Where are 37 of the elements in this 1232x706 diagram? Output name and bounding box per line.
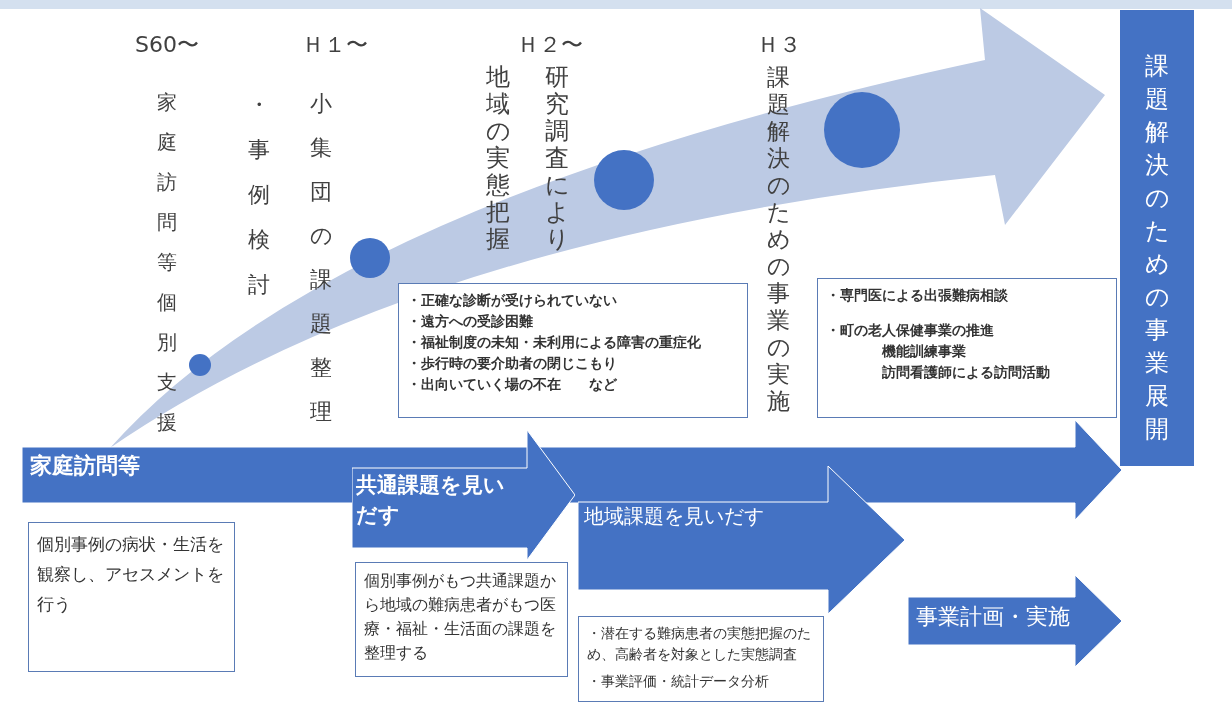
heading-panel <box>1120 10 1194 466</box>
bullet-text: 個別事例がもつ共通課題から地域の難病患者がもつ医療・福祉・生活面の課題を整理する <box>364 570 557 664</box>
bullet-text: ・遠方への受診困難 <box>407 312 534 331</box>
period-label: S60〜 <box>135 31 199 59</box>
arrow-label: 事業計画・実施 <box>916 603 1070 631</box>
bullet-text: 個別事例の病状・生活を観察し、アセスメントを行う <box>37 533 225 616</box>
bullet-text: ・専門医による出張難病相談 <box>826 286 1009 305</box>
bullet-text: ・歩行時の要介助者の閉じこもり <box>407 354 618 373</box>
vertical-label: 家庭訪問等個別支援 <box>157 89 177 436</box>
vertical-label: 課題解決のための事業の実施 <box>767 64 790 415</box>
bullet-text: 機能訓練事業 <box>881 342 967 361</box>
vertical-label: 地域の実態把握 <box>486 64 510 253</box>
vertical-label: 小集団の課題整理 <box>310 90 332 426</box>
text-box <box>398 283 748 418</box>
text-box <box>578 616 824 702</box>
arrow-label: 家庭訪問等 <box>30 452 140 480</box>
text-box <box>817 278 1117 418</box>
arrow-shape <box>908 575 1122 667</box>
bullet-text: ・福祉制度の未知・未利用による障害の重症化 <box>407 333 702 352</box>
bullet-text: 訪問看護師による訪問活動 <box>881 363 1051 382</box>
arrow-shape <box>352 430 575 560</box>
vertical-label: ・事例検討 <box>248 91 270 299</box>
period-label: Ｈ３ <box>757 31 801 59</box>
period-label: Ｈ２〜 <box>517 31 583 59</box>
bullet-text: ・正確な診断が受けられていない <box>407 291 618 310</box>
vertical-heading: 課題解決のための事業展開 <box>1145 51 1169 445</box>
bullet-text: ・出向いていく場の不在 など <box>407 375 618 394</box>
bullet-text: ・事業評価・統計データ分析 <box>587 672 770 691</box>
arrow-label: 共通課題を見いだす <box>356 472 506 530</box>
bullet-text: ・町の老人保健事業の推進 <box>826 321 995 340</box>
vertical-label: 研究調査により <box>545 64 569 253</box>
bullet-text: ・潜在する難病患者の実態把握のため、高齢者を対象とした実態調査 <box>587 624 812 664</box>
arrow-label: 地域課題を見いだす <box>584 503 765 530</box>
period-label: Ｈ１〜 <box>302 31 368 59</box>
text-box <box>355 562 568 677</box>
text-box <box>28 522 235 672</box>
arrow-shape <box>578 466 905 614</box>
